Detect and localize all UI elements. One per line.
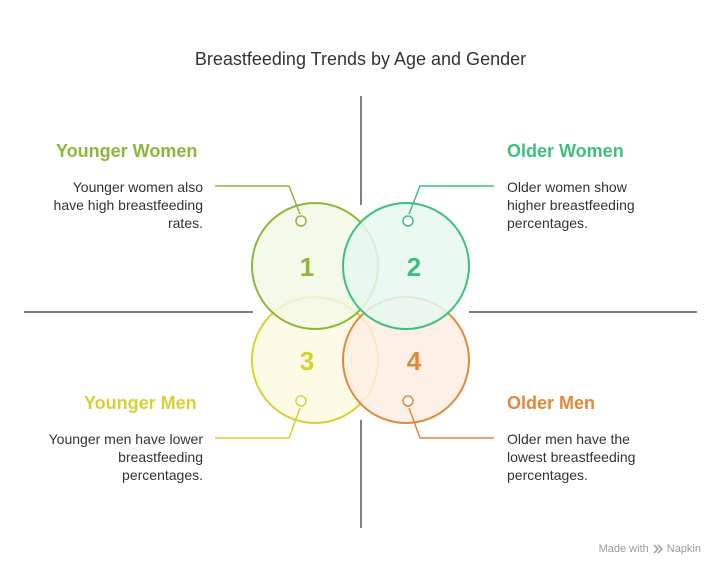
connector-older-women: [408, 185, 494, 215]
desc-younger-men: Younger men have lower breastfeeding per…: [49, 430, 203, 484]
connector-dot-older-men: [402, 395, 414, 407]
connector-older-men: [408, 407, 494, 439]
connector-dot-older-women: [402, 215, 414, 227]
number-2: 2: [407, 252, 421, 282]
desc-line: percentages.: [507, 215, 588, 231]
number-3: 3: [300, 346, 314, 376]
number-4: 4: [407, 346, 422, 376]
desc-line: rates.: [167, 215, 203, 231]
diagram-title: Breastfeeding Trends by Age and Gender: [194, 49, 527, 69]
heading-younger-women: Younger Women: [56, 141, 198, 161]
circle-older-women: [342, 202, 470, 330]
napkin-logo-icon: [653, 544, 663, 554]
made-with-label: Made with: [598, 543, 649, 555]
connector-younger-women: [215, 185, 301, 215]
desc-older-women: Older women show higher breastfeeding pe…: [507, 178, 635, 232]
desc-older-men: Older men have the lowest breastfeeding …: [507, 430, 635, 484]
desc-line: percentages.: [507, 467, 588, 483]
desc-line: lowest breastfeeding: [507, 449, 636, 465]
heading-older-men: Older Men: [507, 393, 596, 413]
heading-younger-men: Younger Men: [84, 393, 197, 413]
desc-line: Older women show: [507, 179, 627, 195]
desc-line: breastfeeding: [118, 449, 203, 465]
connector-dot-younger-men: [295, 395, 307, 407]
napkin-brand-label: Napkin: [666, 543, 701, 555]
desc-younger-women: Younger women also have high breastfeedi…: [54, 178, 203, 232]
heading-older-women: Older Women: [507, 141, 624, 161]
desc-line: have high breastfeeding: [53, 197, 203, 213]
footer: Made with Napkin: [599, 543, 701, 555]
number-1: 1: [300, 252, 314, 282]
desc-line: Younger men have lower: [48, 431, 203, 447]
connector-younger-men: [215, 407, 301, 439]
desc-line: higher breastfeeding: [507, 197, 635, 213]
desc-line: Older men have the: [507, 431, 630, 447]
desc-line: percentages.: [122, 467, 203, 483]
connector-dot-younger-women: [295, 215, 307, 227]
desc-line: Younger women also: [72, 179, 203, 195]
